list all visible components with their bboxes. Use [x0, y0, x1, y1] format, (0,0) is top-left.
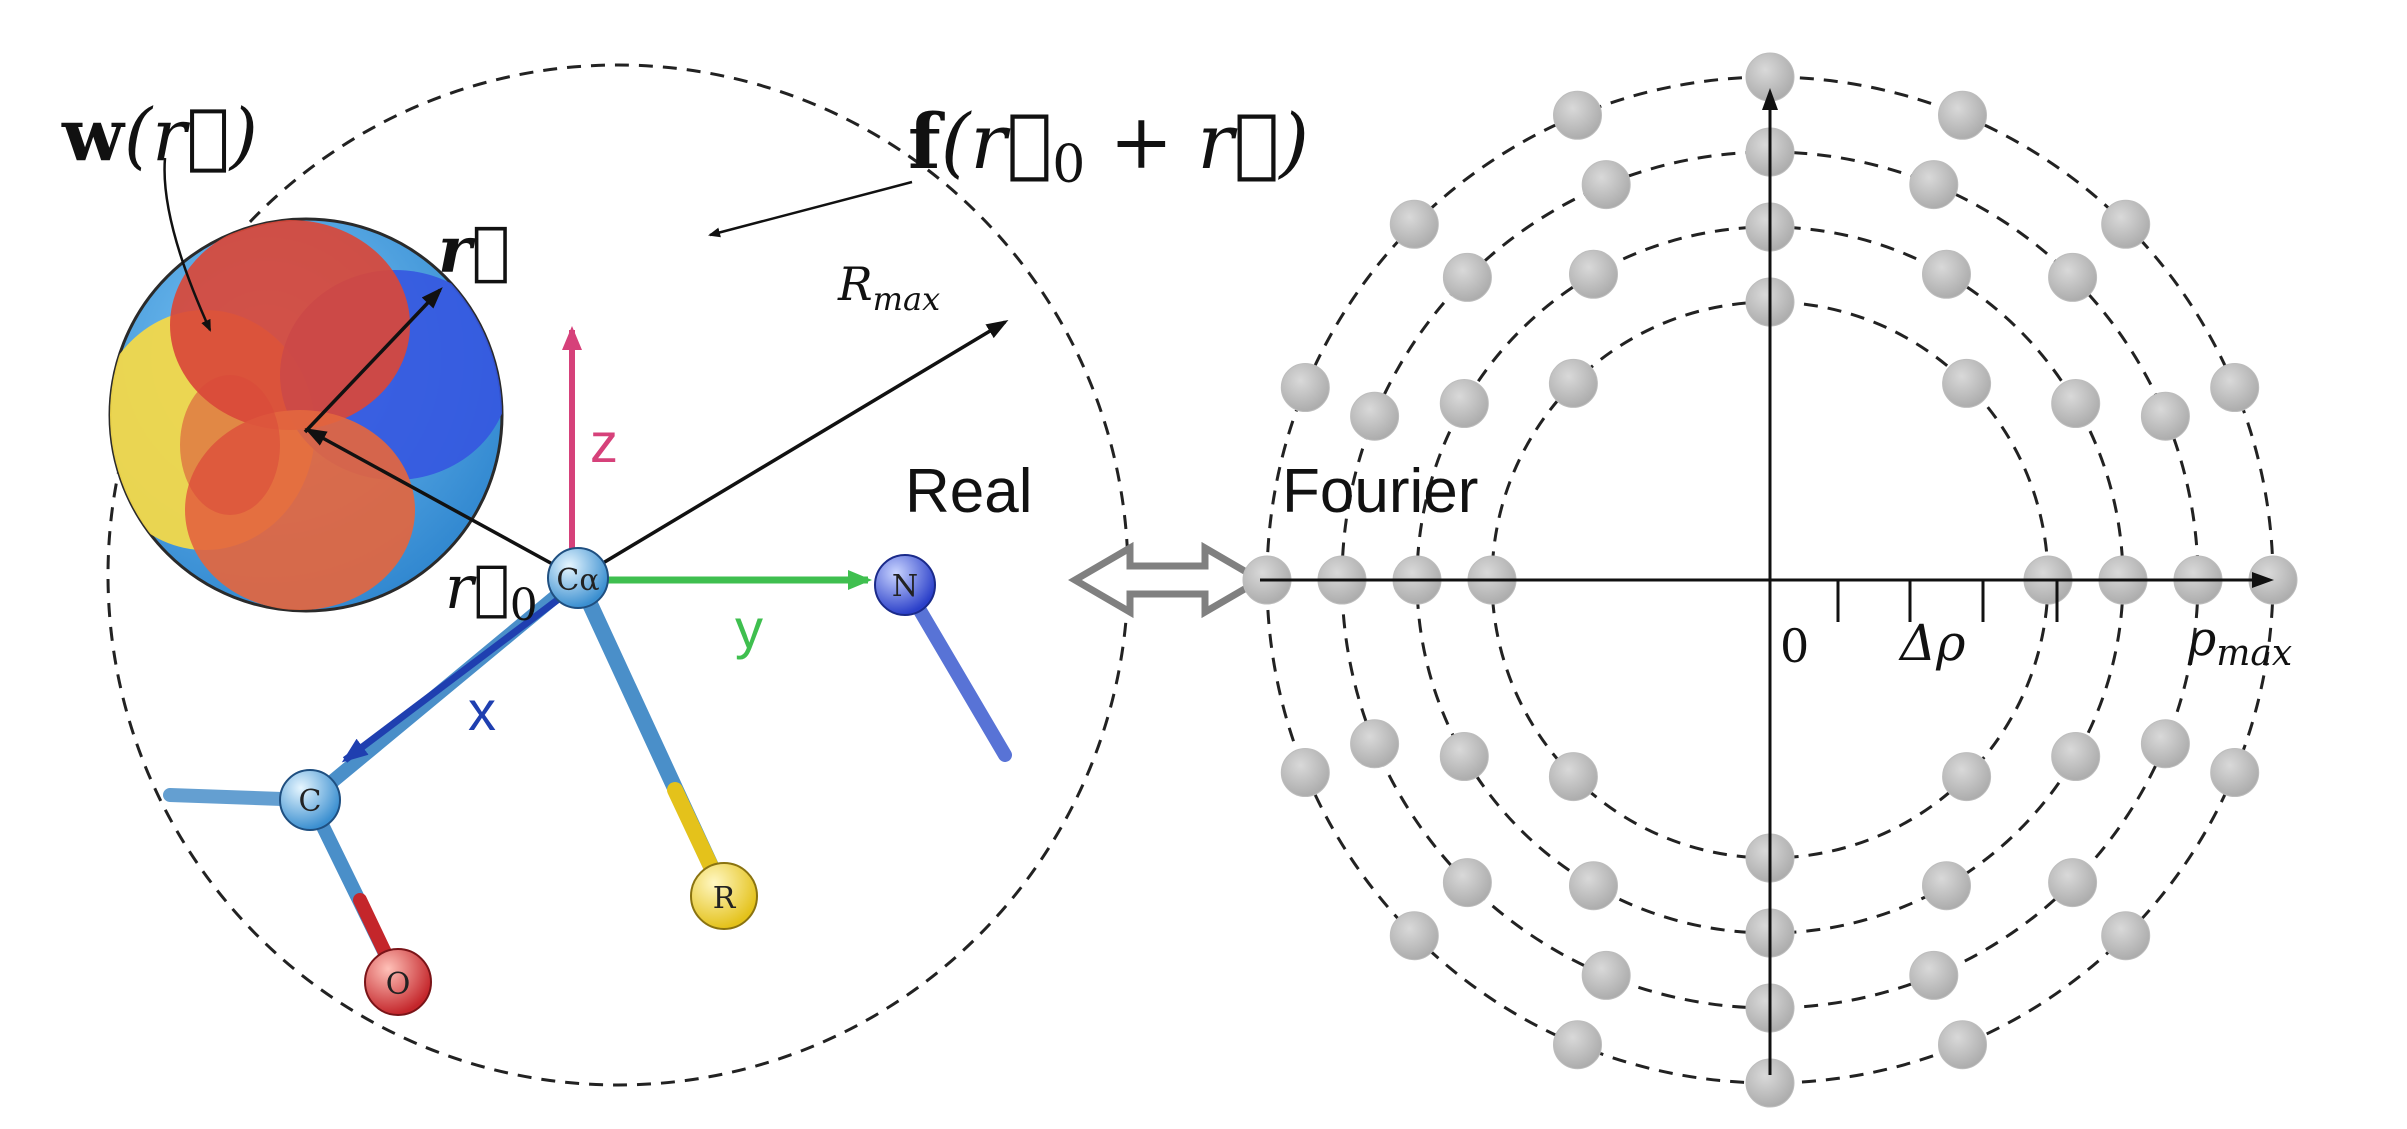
w-label-arg: (r⃗)	[124, 93, 258, 177]
fourier-node	[2210, 363, 2260, 412]
fourier-node	[2101, 911, 2151, 961]
atom-ca: Cα	[547, 547, 609, 609]
fourier-rhomax-rho: ρ	[2187, 611, 2216, 667]
atom-c-sphere	[279, 769, 341, 831]
fourier-origin-label: 0	[1780, 619, 1809, 673]
fourier-title: Fourier	[1282, 457, 1478, 526]
r-vector-label: r⃗	[438, 213, 510, 288]
fourier-node	[1389, 199, 1439, 249]
fourier-node	[2210, 748, 2260, 797]
fourier-node	[2140, 719, 2190, 769]
r0-vector-label: r⃗0	[445, 553, 538, 631]
fourier-node	[1581, 160, 1631, 210]
fourier-node	[2048, 858, 2098, 908]
r-vector-arrow	[303, 287, 443, 434]
atom-r-label: R	[713, 881, 737, 916]
fourier-node	[1442, 252, 1492, 302]
fourier-node	[1280, 363, 1330, 412]
fourier-node	[1350, 719, 1400, 769]
fourier-node	[1909, 160, 1959, 210]
z-axis-label: z	[590, 411, 618, 474]
rmax-label-r: R	[837, 257, 873, 311]
r0-vector-label-r: r⃗	[445, 553, 510, 623]
f-pointer-arrow	[708, 180, 913, 238]
rmax-vector-arrow	[577, 319, 1009, 580]
fourier-node	[1569, 861, 1618, 911]
fourier-node	[1942, 358, 1992, 408]
fourier-ticks	[1836, 580, 2059, 622]
f-label-arg: (r⃗	[941, 97, 1053, 186]
fourier-node	[1569, 249, 1618, 299]
fourier-node	[1553, 90, 1602, 140]
x-axis-label: x	[468, 679, 496, 742]
fourier-rhomax-label: ρmax	[2187, 611, 2292, 674]
atom-c-label: C	[299, 784, 322, 819]
fourier-node	[1350, 391, 1400, 441]
fourier-node	[2101, 199, 2151, 249]
w-label-bold: w	[61, 92, 126, 177]
fourier-node	[1922, 861, 1971, 911]
double-arrow-connector	[1068, 541, 1267, 619]
rmax-label-sub: max	[873, 280, 940, 318]
w-pointer-arrow	[163, 157, 212, 332]
real-panel: Cα N C O R w(r⃗) f(r⃗0 + r⃗) r⃗ r⃗0	[61, 63, 1309, 1087]
fourier-node	[1581, 950, 1631, 1000]
fourier-node	[1548, 358, 1598, 408]
fourier-node	[1439, 732, 1489, 781]
fourier-node	[1439, 379, 1489, 428]
backbone-bonds	[163, 570, 1012, 987]
atom-r: R	[690, 862, 758, 930]
fourier-panel: 0 Δρ ρmax Fourier	[1242, 52, 2298, 1108]
f-label-bold: f	[908, 97, 945, 186]
f-label: f(r⃗0 + r⃗)	[908, 97, 1309, 195]
atom-o-label: O	[386, 967, 411, 1002]
lobe-shade	[180, 375, 280, 515]
atom-c: C	[279, 769, 341, 831]
bond-n-tail	[898, 578, 1012, 762]
atom-n: N	[874, 554, 936, 616]
weight-sphere	[108, 217, 504, 613]
real-title: Real	[905, 457, 1033, 526]
fourier-node	[1280, 748, 1330, 797]
fourier-node	[2051, 732, 2101, 781]
fourier-delta-label: Δρ	[1898, 614, 1966, 672]
f-label-arg-tail: + r⃗)	[1085, 97, 1309, 186]
atom-ca-sphere	[547, 547, 609, 609]
double-arrow-icon	[1068, 541, 1267, 619]
atom-n-sphere	[874, 554, 936, 616]
fourier-node	[1909, 950, 1959, 1000]
y-axis-label: y	[735, 597, 763, 660]
fourier-node	[2051, 379, 2101, 428]
fourier-node	[1938, 90, 1987, 140]
fourier-rhomax-sub: max	[2216, 633, 2292, 674]
fourier-node	[1922, 249, 1971, 299]
fourier-node	[1553, 1020, 1602, 1070]
w-label: w(r⃗)	[61, 92, 258, 177]
fourier-node	[1938, 1020, 1987, 1070]
fourier-node	[1442, 858, 1492, 908]
fourier-node	[1389, 911, 1439, 961]
r0-vector-arrow	[304, 428, 579, 580]
atom-ca-label: Cα	[556, 563, 599, 598]
fourier-node	[1942, 752, 1992, 802]
atom-n-label: N	[892, 569, 918, 604]
r0-vector-label-sub: 0	[510, 580, 538, 631]
atom-r-sphere	[690, 862, 758, 930]
x-axis-arrow	[341, 595, 563, 763]
fourier-node	[2048, 252, 2098, 302]
rmax-label: Rmax	[837, 257, 940, 318]
fourier-node	[2140, 391, 2190, 441]
atom-o: O	[364, 948, 432, 1016]
fourier-node	[1548, 752, 1598, 802]
f-label-arg-sub: 0	[1052, 135, 1085, 195]
atom-o-sphere	[364, 948, 432, 1016]
